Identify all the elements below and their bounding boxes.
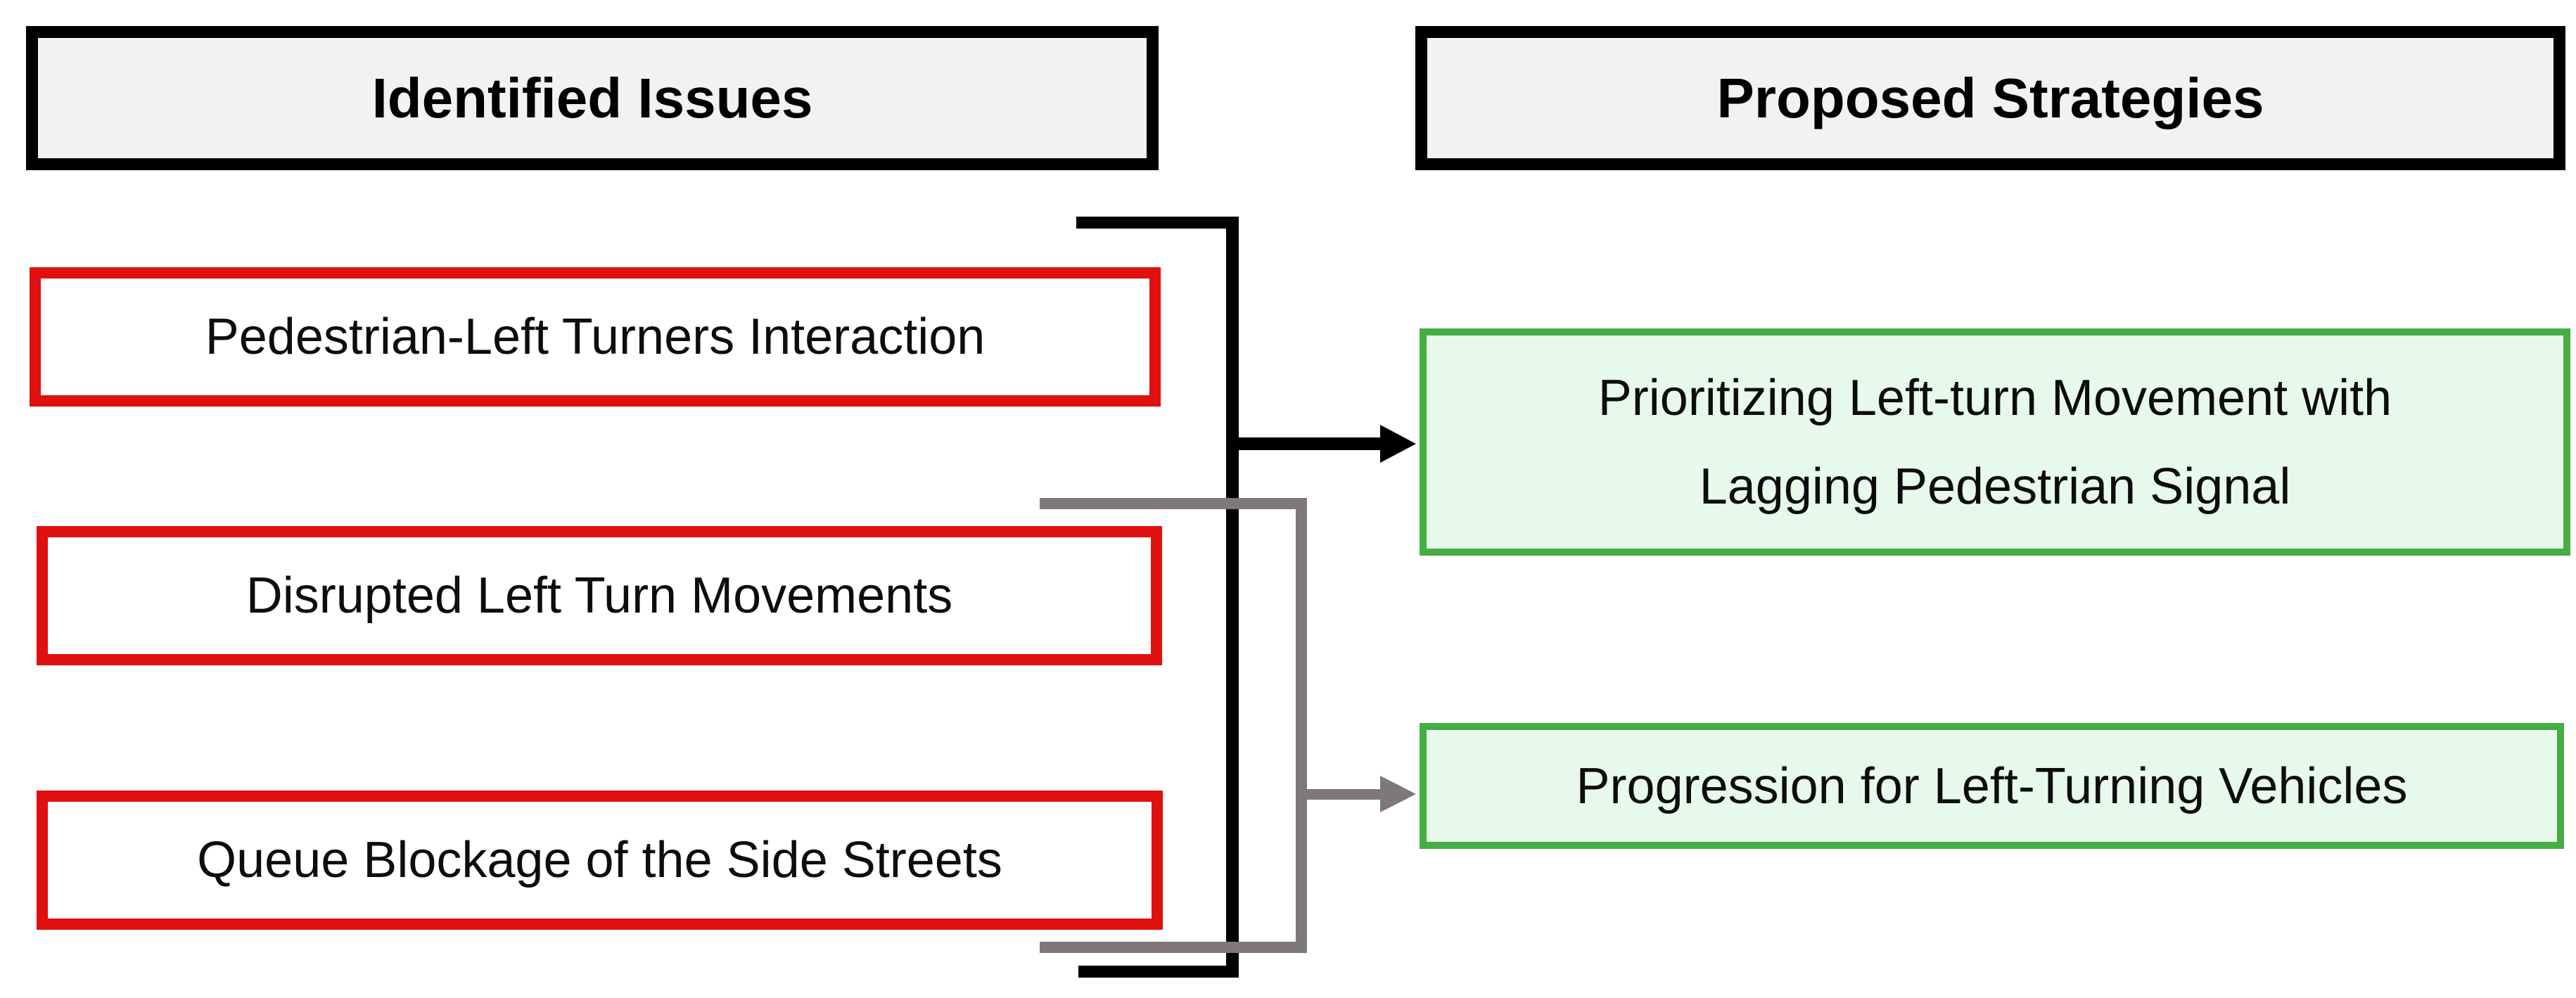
- black-arrow-shaft: [1239, 437, 1380, 450]
- gray-bracket-bottom-arm: [1040, 942, 1307, 953]
- issue-box-disrupted-left-turn-movements: Disrupted Left Turn Movements: [37, 526, 1162, 665]
- black-bracket-vertical-line: [1226, 217, 1239, 978]
- identified-issues-header: Identified Issues: [26, 26, 1159, 170]
- strategy-text-line: Prioritizing Left-turn Movement with: [1598, 369, 2392, 426]
- issue-box-queue-blockage-side-streets: Queue Blockage of the Side Streets: [37, 791, 1163, 930]
- black-bracket-top-arm: [1076, 217, 1239, 229]
- strategy-text-line: Progression for Left-Turning Vehicles: [1576, 757, 2408, 814]
- proposed-strategies-header: Proposed Strategies: [1415, 26, 2565, 170]
- gray-bracket-vertical-line: [1296, 498, 1307, 953]
- black-bracket-bottom-arm: [1078, 966, 1239, 978]
- strategy-box-lagging-pedestrian-signal: Prioritizing Left-turn Movement with Lag…: [1420, 328, 2570, 556]
- strategy-text-line: Lagging Pedestrian Signal: [1699, 458, 2291, 515]
- strategy-box-progression-left-turning-vehicles: Progression for Left-Turning Vehicles: [1420, 723, 2564, 849]
- issue-box-pedestrian-left-turners-interaction: Pedestrian-Left Turners Interaction: [30, 267, 1161, 407]
- gray-bracket-top-arm: [1040, 498, 1307, 509]
- gray-arrow-head: [1380, 776, 1416, 812]
- black-arrow-head: [1380, 425, 1416, 463]
- gray-arrow-shaft: [1307, 789, 1380, 800]
